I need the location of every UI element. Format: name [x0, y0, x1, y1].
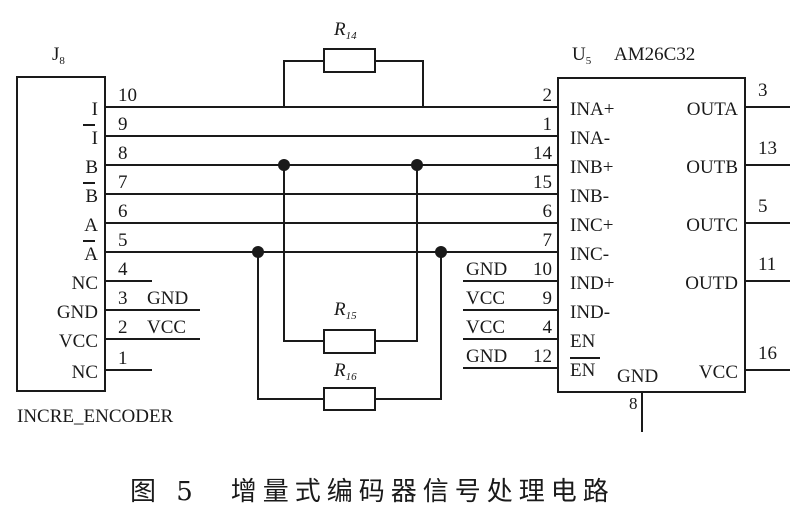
connector-j8: J8 INCRE_ENCODER 10I9I8B7B6A5A4NC3GNDGND… — [16, 44, 200, 427]
net-label: VCC — [466, 317, 505, 338]
connector-pin-name: A — [84, 244, 98, 265]
ic-pin-number: 12 — [533, 346, 552, 367]
connector-pin-number: 1 — [118, 348, 128, 369]
ic-pin-name: OUTD — [685, 273, 738, 294]
ic-pin-number: 3 — [758, 80, 768, 101]
r15-wire-right — [375, 165, 418, 342]
connector-pin-name: I — [92, 128, 98, 149]
ic-pin-number: 1 — [543, 114, 553, 135]
signal-bus — [105, 106, 558, 253]
net-label: GND — [147, 288, 188, 309]
ic-pin-name: INC- — [570, 244, 609, 265]
ic-pin-name: EN — [570, 331, 596, 352]
ic-pin-name: VCC — [699, 362, 738, 383]
r16-wire-right — [375, 252, 442, 400]
r14-body — [323, 48, 376, 73]
connector-pin-number: 8 — [118, 143, 128, 164]
r16-label: R16 — [333, 360, 357, 383]
connector-pin-name: GND — [57, 302, 98, 323]
ic-pin-8-num: 8 — [629, 394, 638, 413]
ic-pin-name: OUTA — [687, 99, 739, 120]
ic-pin-name: INC+ — [570, 215, 613, 236]
r16-body — [323, 387, 376, 411]
ic-pin-name: OUTC — [686, 215, 738, 236]
figure-caption: 图 5 增量式编码器信号处理电路 — [130, 477, 615, 507]
ic-pin-number: 14 — [533, 143, 553, 164]
resistor-r14: R14 — [283, 19, 424, 107]
connector-pin-name: B — [85, 157, 98, 178]
connector-pin-name: NC — [72, 362, 98, 383]
ic-pin-number: 4 — [543, 317, 553, 338]
connector-pin-name: VCC — [59, 331, 98, 352]
r16-wire-left — [257, 252, 324, 400]
ic-pin-number: 11 — [758, 254, 776, 275]
connector-pin-name: A — [84, 215, 98, 236]
ic-pin-number: 13 — [758, 138, 777, 159]
junction-dot — [278, 159, 290, 171]
r15-wire-left — [283, 165, 324, 342]
connector-ref: J8 — [52, 44, 65, 67]
connector-pin-name: NC — [72, 273, 98, 294]
ic-pin-name: IND+ — [570, 273, 615, 294]
ic-u5: U5 AM26C32 2INA+1INA-14INB+15INB-6INC+7I… — [463, 44, 790, 432]
junction-dot — [252, 246, 264, 258]
net-label: VCC — [466, 288, 505, 309]
resistor-r15: R15 — [278, 159, 423, 354]
connector-pin-number: 5 — [118, 230, 128, 251]
ic-ref: U5 — [572, 44, 592, 67]
r15-label: R15 — [333, 299, 357, 322]
ic-part-number: AM26C32 — [614, 44, 695, 65]
connector-pin-name: I — [92, 99, 98, 120]
connector-pin-number: 4 — [118, 259, 128, 280]
ic-pin-8-name: GND — [617, 366, 658, 387]
net-label: GND — [466, 259, 507, 280]
ic-pin-number: 15 — [533, 172, 552, 193]
ic-pin-number: 10 — [533, 259, 552, 280]
ic-pin-name: INB+ — [570, 157, 613, 178]
connector-pin-number: 3 — [118, 288, 128, 309]
junction-dot — [411, 159, 423, 171]
r14-wire-right — [375, 60, 424, 107]
resistor-r16: R16 — [252, 246, 447, 411]
ic-pin-number: 9 — [543, 288, 553, 309]
net-label: GND — [466, 346, 507, 367]
connector-pin-number: 6 — [118, 201, 128, 222]
ic-pin-name: IND- — [570, 302, 610, 323]
connector-pin-name: B — [85, 186, 98, 207]
ic-pin-number: 7 — [543, 230, 553, 251]
r14-wire-left — [283, 60, 324, 107]
ic-pin-number: 16 — [758, 343, 777, 364]
ic-pin-name: INA+ — [570, 99, 615, 120]
r14-label: R14 — [333, 19, 357, 42]
ic-pin-number: 5 — [758, 196, 768, 217]
connector-pin-number: 10 — [118, 85, 137, 106]
r15-body — [323, 329, 376, 354]
connector-part-label: INCRE_ENCODER — [17, 406, 174, 427]
ic-pin-name: OUTB — [686, 157, 738, 178]
ic-pin-number: 2 — [543, 85, 553, 106]
ic-pin-name: INB- — [570, 186, 609, 207]
connector-pin-number: 7 — [118, 172, 128, 193]
connector-pin-number: 9 — [118, 114, 128, 135]
connector-body — [16, 76, 106, 392]
ic-pin-name: INA- — [570, 128, 610, 149]
ic-pin-number: 6 — [543, 201, 553, 222]
junction-dot — [435, 246, 447, 258]
net-label: VCC — [147, 317, 186, 338]
ic-pin-name: EN — [570, 360, 596, 381]
connector-pin-number: 2 — [118, 317, 128, 338]
ic-body — [557, 77, 746, 393]
